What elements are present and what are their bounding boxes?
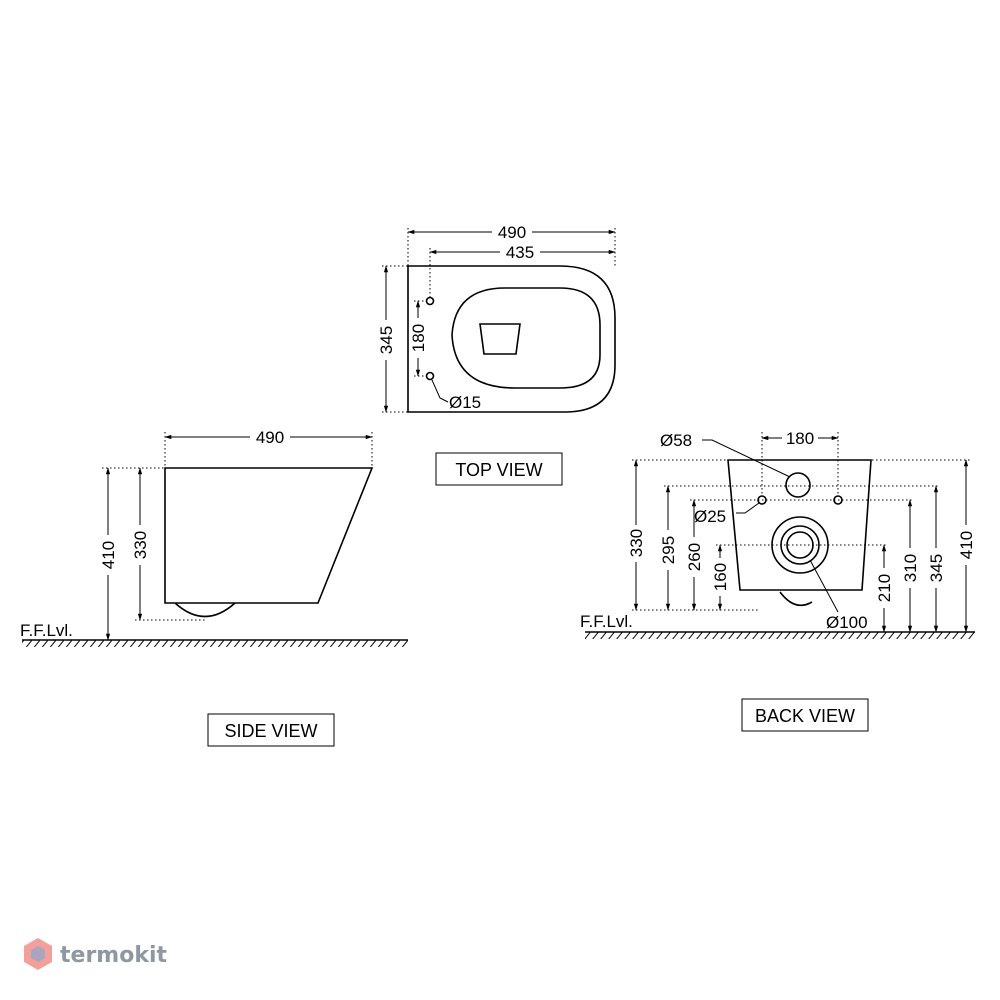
back-view: F.F.Lvl. 180 Ø58 Ø25 Ø100 330 295 260 xyxy=(580,429,976,732)
dim-back-210: 210 xyxy=(875,574,894,602)
side-view-floor-hatch xyxy=(22,640,408,647)
dim-back-410: 410 xyxy=(957,531,976,559)
dim-top-fixing-spacing: 180 xyxy=(409,324,428,352)
dim-back-bolt-spacing: 180 xyxy=(786,429,814,448)
dim-back-345: 345 xyxy=(927,554,946,582)
top-view-drain xyxy=(479,323,521,355)
back-view-label: BACK VIEW xyxy=(755,706,855,726)
back-view-inlet xyxy=(785,472,811,498)
dim-back-310: 310 xyxy=(901,554,920,582)
side-view-floor-label: F.F.Lvl. xyxy=(20,621,73,640)
fixing-hole-bottom xyxy=(425,371,435,381)
dim-side-length: 490 xyxy=(256,428,284,447)
top-view-label-box xyxy=(435,452,563,486)
back-view-body xyxy=(727,459,872,591)
dim-back-260: 260 xyxy=(685,543,704,571)
dim-side-body-height: 330 xyxy=(131,531,150,559)
watermark-text: termokit xyxy=(60,943,167,968)
fixing-hole-top xyxy=(425,296,435,306)
top-view-label: TOP VIEW xyxy=(455,460,542,480)
dim-back-160: 160 xyxy=(711,563,730,591)
top-view-bowl xyxy=(451,287,601,389)
dim-side-total-height: 410 xyxy=(99,541,118,569)
dim-back-outlet: Ø100 xyxy=(826,613,868,632)
back-view-floor-hatch xyxy=(585,632,975,639)
top-view-outline xyxy=(407,265,616,413)
dim-top-overall-length: 490 xyxy=(498,223,526,242)
dim-back-inlet: Ø58 xyxy=(660,431,692,450)
back-view-label-box xyxy=(741,698,869,732)
top-view: 490 435 345 180 Ø15 TOP VIEW xyxy=(377,223,616,486)
dim-back-295: 295 xyxy=(659,536,678,564)
dim-top-fixing-hole: Ø15 xyxy=(449,393,481,412)
side-view-label-box xyxy=(207,713,335,747)
side-view-body xyxy=(164,467,374,604)
side-view: F.F.Lvl. 490 410 330 SIDE VIEW xyxy=(20,428,408,747)
dim-back-330: 330 xyxy=(627,529,646,557)
back-view-floor-label: F.F.Lvl. xyxy=(580,612,633,631)
dim-back-bolt-hole: Ø25 xyxy=(694,507,726,526)
side-view-outlet xyxy=(174,602,236,618)
side-view-label: SIDE VIEW xyxy=(224,721,317,741)
back-view-outlet-bottom xyxy=(779,591,813,607)
dim-top-fixing-length: 435 xyxy=(506,243,534,262)
dim-top-width: 345 xyxy=(377,326,396,354)
watermark: termokit xyxy=(24,938,167,970)
